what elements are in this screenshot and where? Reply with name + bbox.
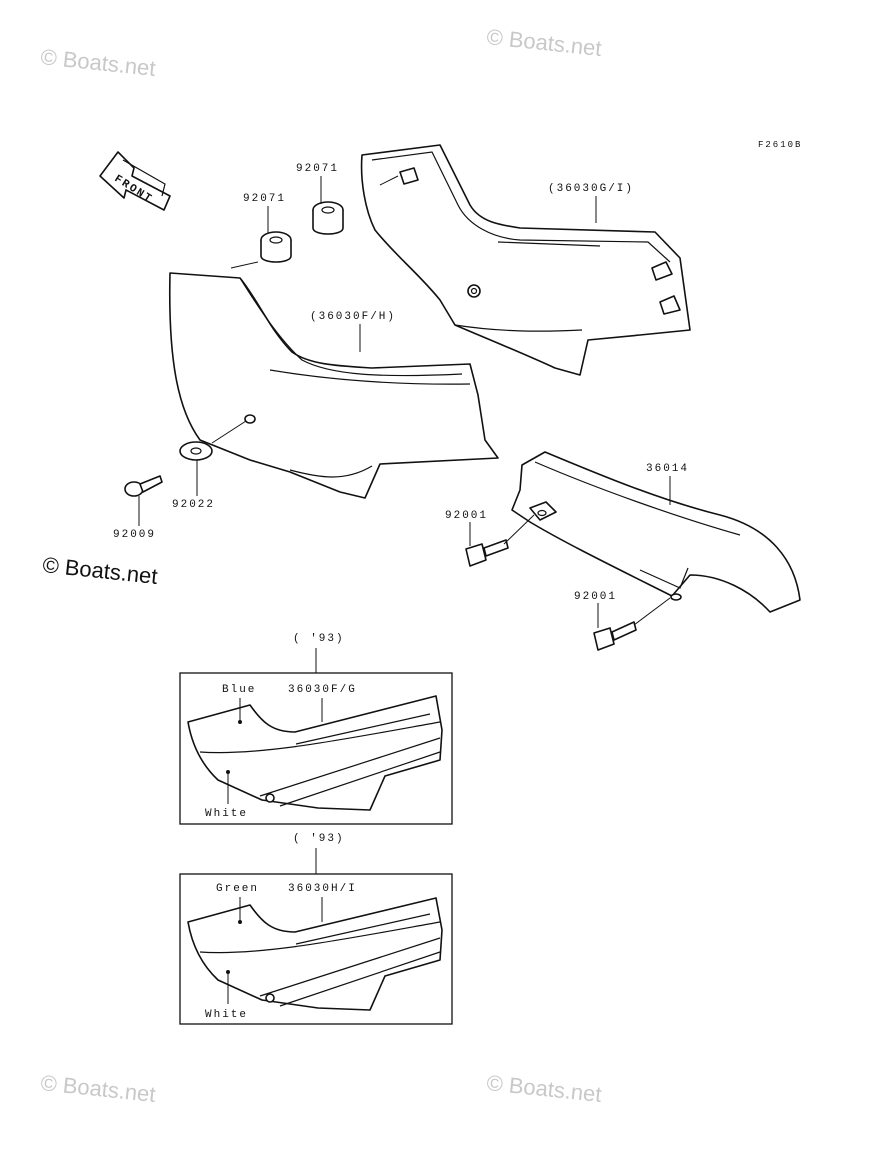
callout-bolt-upper: 92001 xyxy=(445,510,488,522)
variant-color-top: Blue xyxy=(222,684,256,696)
watermark: © Boats.net xyxy=(39,44,156,81)
variant-box-1: ( '93) Blue 36030F/G White xyxy=(179,633,453,825)
callout-grommet-right: 92071 xyxy=(296,163,339,175)
grommet-right xyxy=(312,201,344,235)
watermark: © Boats.net xyxy=(485,24,602,61)
front-arrow-icon: FRONT xyxy=(99,151,171,211)
watermark: © Boats.net xyxy=(485,1070,602,1107)
watermark: © Boats.net xyxy=(39,1070,156,1107)
variant-part-number: 36030H/I xyxy=(288,883,357,895)
variant-part-number: 36030F/G xyxy=(288,684,357,696)
leader-lines xyxy=(138,175,671,628)
bolt-upper xyxy=(465,539,509,567)
variant-box-2: ( '93) Green 36030H/I White xyxy=(179,833,453,1025)
bolt-left xyxy=(124,475,163,497)
variant-color-bottom: White xyxy=(205,1009,248,1021)
callout-cover-left: (36030F/H) xyxy=(310,311,396,323)
variant-color-bottom: White xyxy=(205,808,248,820)
washer xyxy=(179,441,213,461)
variant-color-top: Green xyxy=(216,883,259,895)
callout-bolt-lower: 92001 xyxy=(574,591,617,603)
grommet-left xyxy=(260,231,292,263)
figure-code: F2610B xyxy=(758,140,802,150)
variant-year: ( '93) xyxy=(293,833,345,845)
variant-year: ( '93) xyxy=(293,633,345,645)
left-side-cover xyxy=(168,272,499,499)
callout-washer: 92022 xyxy=(172,499,215,511)
chain-guard xyxy=(511,451,801,613)
watermark: © Boats.net xyxy=(41,552,158,589)
right-side-cover xyxy=(360,144,691,376)
callout-bolt-left: 92009 xyxy=(113,529,156,541)
bolt-lower xyxy=(593,621,637,651)
callout-chain-guard: 36014 xyxy=(646,463,689,475)
callout-grommet-left: 92071 xyxy=(243,193,286,205)
callout-cover-right: (36030G/I) xyxy=(548,183,634,195)
